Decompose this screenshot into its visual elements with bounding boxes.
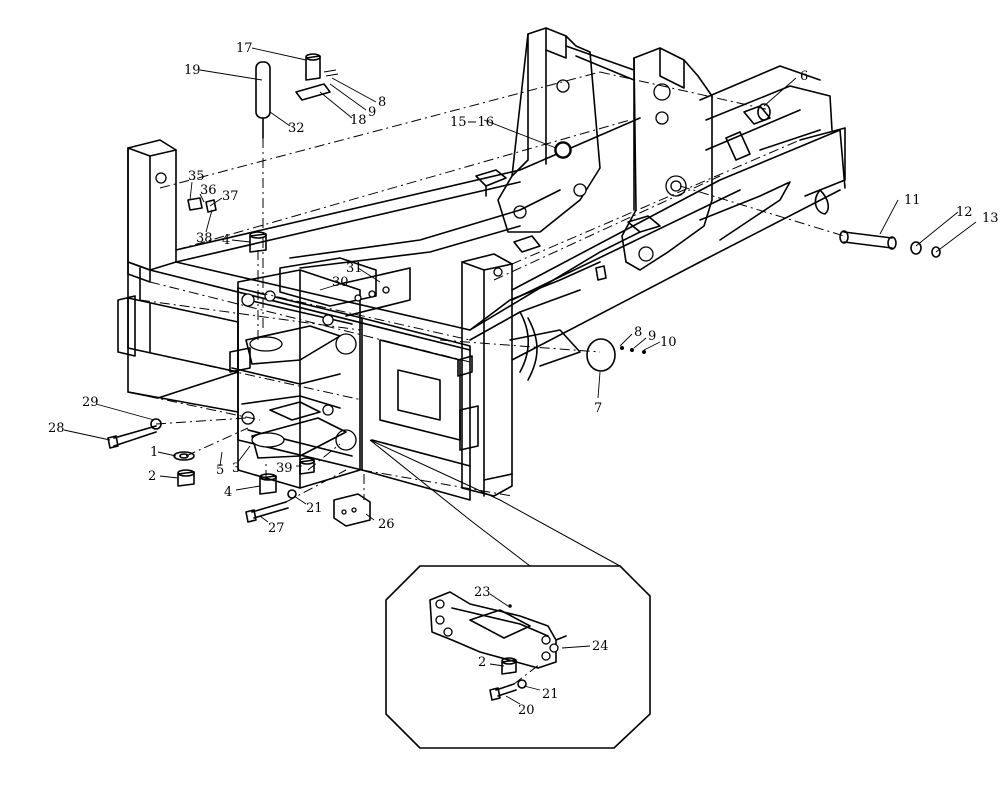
main-frame [117,27,846,501]
callout-9-right: 9 [648,329,656,344]
callout-24: 24 [592,639,609,654]
callout-11: 11 [904,193,921,208]
callout-38: 38 [196,231,213,246]
callout-30: 30 [332,275,349,290]
callout-32: 32 [288,121,305,136]
callout-3: 3 [232,461,240,476]
callout-36: 36 [200,183,217,198]
alignment-lines [127,71,845,503]
callout-21-inset: 21 [542,687,559,702]
callout-37: 37 [222,189,239,204]
callout-15-16: 15−16 [450,115,494,130]
callout-8-top: 8 [378,95,386,110]
detail-inset [369,439,651,749]
callout-19: 19 [184,63,201,78]
callout-28: 28 [48,421,65,436]
callout-35: 35 [188,169,205,184]
callout-leaders [63,47,977,705]
callout-21-main: 21 [306,501,323,516]
callout-5: 5 [216,463,224,478]
callout-labels: 17 19 8 9 18 32 6 15−16 35 36 37 38 4 31… [48,41,999,718]
callout-8-right: 8 [634,325,642,340]
hinge-assembly [229,257,411,489]
callout-9-top: 9 [368,105,376,120]
callout-6: 6 [800,69,808,84]
callout-10: 10 [660,335,677,350]
callout-17: 17 [236,41,253,56]
callout-23: 23 [474,585,491,600]
loose-parts [107,53,941,527]
callout-26: 26 [378,517,395,532]
callout-4-top: 4 [222,233,230,248]
callout-4-bottom: 4 [224,485,232,500]
callout-39: 39 [276,461,293,476]
callout-27: 27 [268,521,285,536]
callout-2-main: 2 [148,469,156,484]
callout-2-inset: 2 [478,655,486,670]
callout-1: 1 [150,445,158,460]
callout-12: 12 [956,205,973,220]
callout-31: 31 [346,261,363,276]
callout-18: 18 [350,113,367,128]
callout-13: 13 [982,211,999,226]
callout-29: 29 [82,395,99,410]
callout-7: 7 [594,401,602,416]
callout-20: 20 [518,703,535,718]
